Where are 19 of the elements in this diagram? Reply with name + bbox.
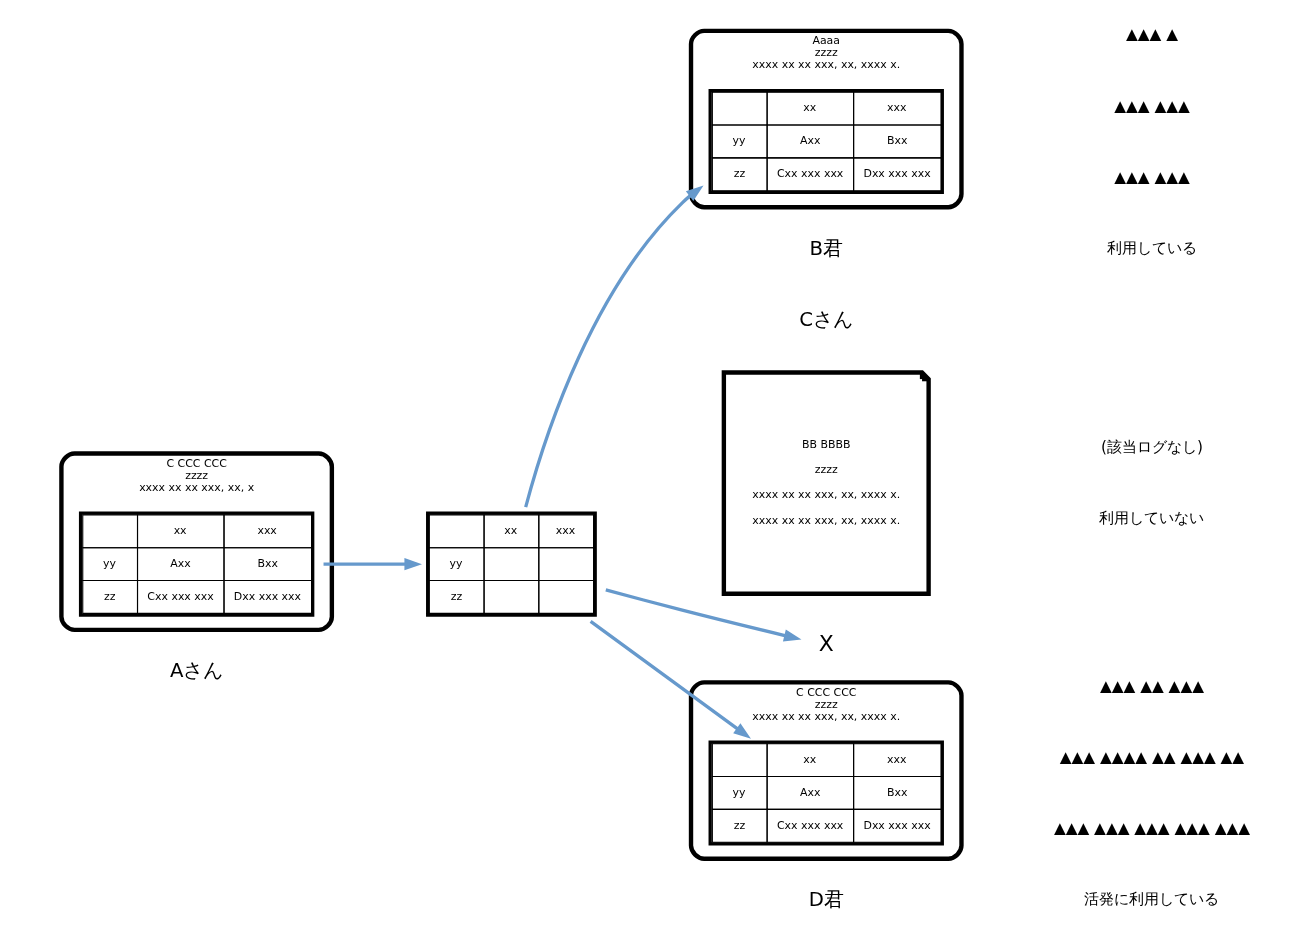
label: ▲▲▲ ▲: [1126, 24, 1178, 43]
node-label: B君: [809, 236, 843, 260]
arrow: [605, 587, 802, 641]
node-label: D君: [808, 887, 844, 911]
label: ▲▲▲ ▲▲▲▲ ▲▲ ▲▲▲ ▲▲: [1059, 747, 1245, 766]
arrow: [323, 557, 422, 570]
arrow: [524, 185, 704, 508]
label: 活発に利用している: [1084, 889, 1220, 908]
label: ▲▲▲ ▲▲▲: [1114, 96, 1190, 114]
node-text: X: [818, 630, 834, 656]
arrow: [589, 619, 751, 739]
label: 利用していない: [1099, 508, 1205, 527]
label: (該当ログなし): [1101, 437, 1203, 456]
label: ▲▲▲ ▲▲ ▲▲▲: [1100, 676, 1204, 695]
node-label: Aさん: [169, 658, 224, 682]
label: 利用している: [1106, 238, 1197, 257]
node-label: Cさん: [799, 307, 854, 331]
label: ▲▲▲ ▲▲▲ ▲▲▲ ▲▲▲ ▲▲▲: [1053, 818, 1251, 837]
label: ▲▲▲ ▲▲▲: [1114, 167, 1190, 186]
